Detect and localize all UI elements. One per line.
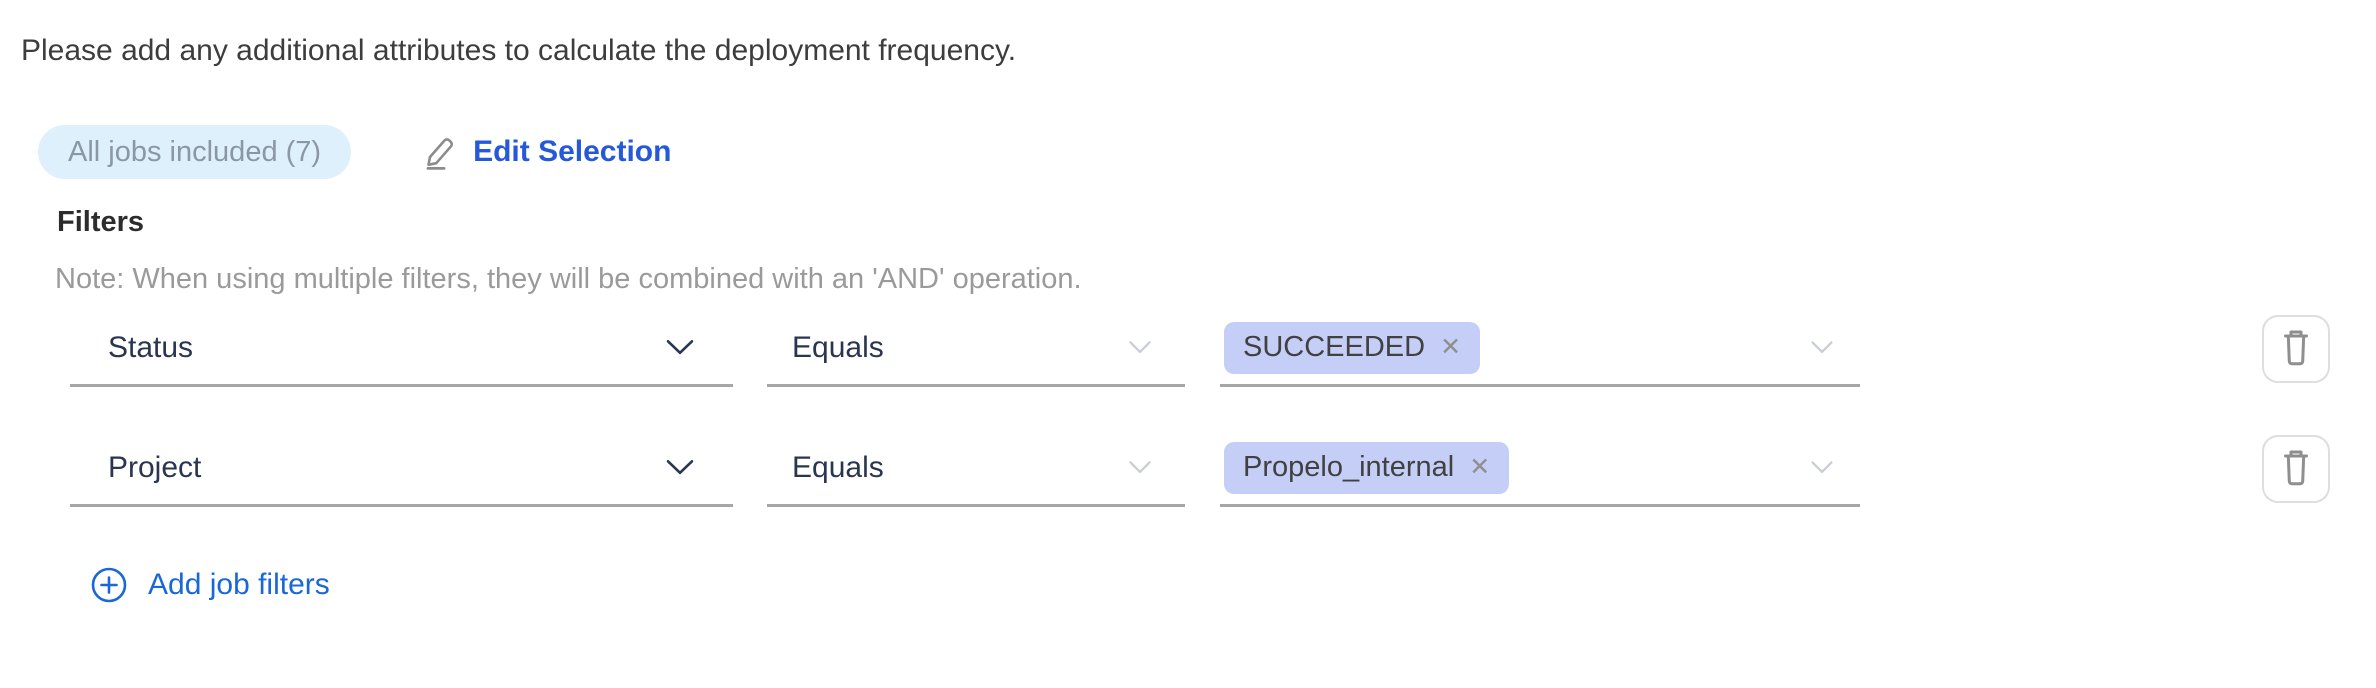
field-select[interactable]: Project bbox=[70, 431, 733, 507]
remove-tag-icon[interactable]: ✕ bbox=[1469, 453, 1491, 481]
chevron-down-icon bbox=[665, 458, 695, 475]
value-tag: Propelo_internal ✕ bbox=[1224, 441, 1510, 494]
operator-select-value: Equals bbox=[792, 450, 884, 484]
value-tag-label: Propelo_internal bbox=[1243, 451, 1455, 483]
trash-icon bbox=[2279, 448, 2313, 491]
operator-select-value: Equals bbox=[792, 330, 884, 364]
delete-filter-button[interactable] bbox=[2262, 435, 2330, 503]
field-select-value: Status bbox=[108, 330, 194, 364]
chevron-down-icon bbox=[1128, 340, 1152, 354]
chevron-down-icon bbox=[1810, 340, 1834, 354]
field-select[interactable]: Status bbox=[70, 311, 733, 387]
chevron-down-icon bbox=[1128, 460, 1152, 474]
instruction-text: Please add any additional attributes to … bbox=[21, 34, 1017, 67]
filter-row: Project Equals Propelo_internal ✕ bbox=[70, 430, 2376, 508]
edit-selection-label: Edit Selection bbox=[473, 135, 672, 168]
add-job-filters-label: Add job filters bbox=[148, 568, 330, 601]
values-select[interactable]: SUCCEEDED ✕ bbox=[1220, 311, 1860, 387]
chevron-down-icon bbox=[1810, 460, 1834, 474]
add-job-filters-button[interactable]: Add job filters bbox=[90, 566, 330, 604]
delete-filter-button[interactable] bbox=[2262, 315, 2330, 383]
values-select[interactable]: Propelo_internal ✕ bbox=[1220, 431, 1860, 507]
value-tag: SUCCEEDED ✕ bbox=[1224, 321, 1481, 374]
value-tag-label: SUCCEEDED bbox=[1243, 331, 1426, 363]
trash-icon bbox=[2279, 328, 2313, 371]
filter-row: Status Equals SUCCEEDED ✕ bbox=[70, 310, 2376, 388]
edit-pencil-icon bbox=[424, 134, 457, 170]
deployment-frequency-panel: Please add any additional attributes to … bbox=[0, 34, 2376, 609]
operator-select[interactable]: Equals bbox=[767, 311, 1185, 387]
field-select-value: Project bbox=[108, 450, 202, 484]
jobs-included-badge[interactable]: All jobs included (7) bbox=[38, 125, 352, 179]
filters-heading: Filters bbox=[57, 206, 145, 238]
plus-circle-icon bbox=[90, 566, 128, 604]
chevron-down-icon bbox=[665, 338, 695, 355]
operator-select[interactable]: Equals bbox=[767, 431, 1185, 507]
edit-selection-link[interactable]: Edit Selection bbox=[424, 134, 671, 170]
remove-tag-icon[interactable]: ✕ bbox=[1440, 333, 1462, 361]
jobs-selection-row: All jobs included (7) Edit Selection bbox=[38, 125, 2376, 179]
filters-note: Note: When using multiple filters, they … bbox=[55, 263, 1082, 295]
